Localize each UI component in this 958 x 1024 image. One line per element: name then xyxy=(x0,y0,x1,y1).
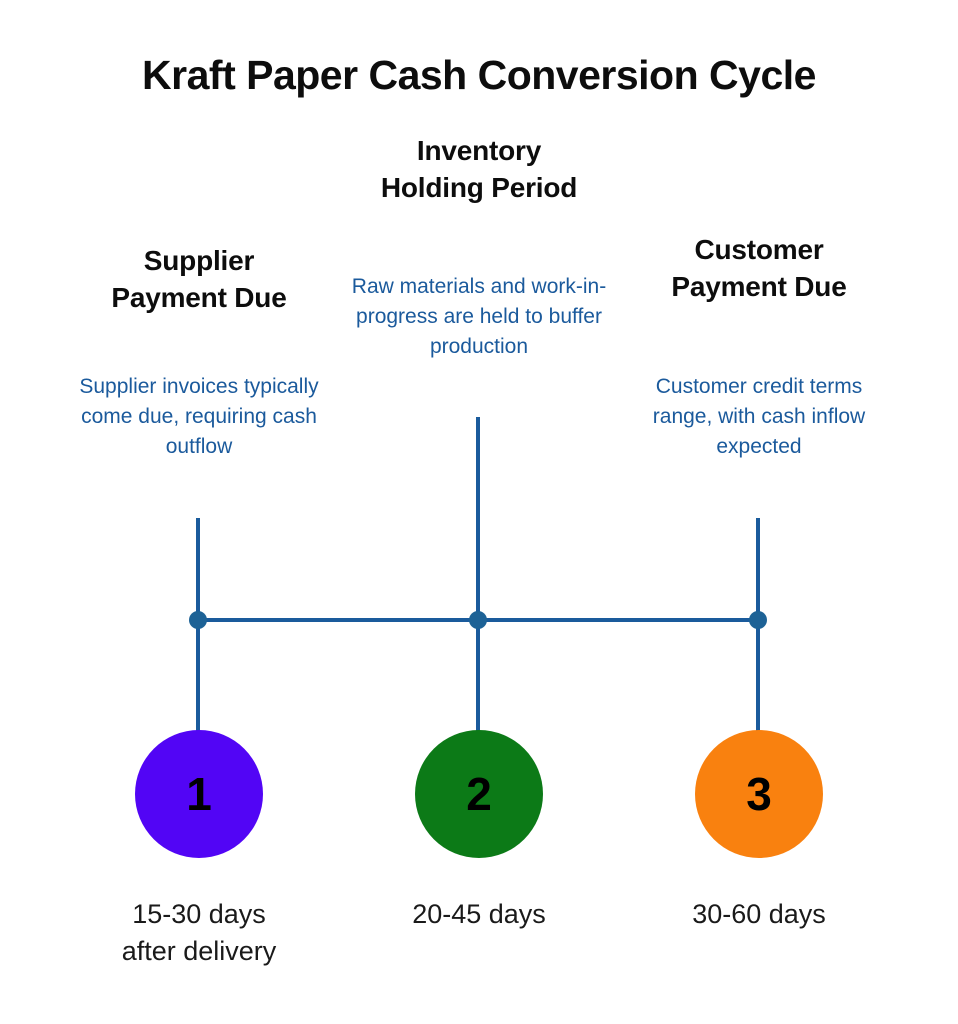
step-1-heading-line-1: Supplier xyxy=(143,245,255,276)
step-2-heading: Inventory Holding Period xyxy=(338,133,620,207)
step-2-number-circle[interactable]: 2 xyxy=(415,730,543,858)
timeline-node-1 xyxy=(189,611,207,629)
step-1-duration-line-1: 15-30 days xyxy=(132,899,266,929)
page-title: Kraft Paper Cash Conversion Cycle xyxy=(142,52,816,98)
timeline-node-2 xyxy=(469,611,487,629)
step-3-heading-line-1: Customer xyxy=(694,234,824,265)
step-3-number-circle[interactable]: 3 xyxy=(695,730,823,858)
step-3-duration: 30-60 days xyxy=(692,899,826,929)
step-2-description: Raw materials and work-in-progress are h… xyxy=(351,275,607,358)
timeline-node-3 xyxy=(749,611,767,629)
step-3-heading-line-2: Payment Due xyxy=(671,270,847,302)
step-2-heading-line-1: Inventory xyxy=(416,135,542,166)
step-3-heading: Customer Payment Due xyxy=(618,232,900,306)
step-1-number: 1 xyxy=(186,768,212,820)
step-1-heading-line-2: Payment Due xyxy=(111,281,287,313)
step-1-heading: Supplier Payment Due xyxy=(58,243,340,317)
step-2-duration: 20-45 days xyxy=(412,899,546,929)
step-2-number: 2 xyxy=(466,768,492,820)
step-3-description: Customer credit terms range, with cash i… xyxy=(652,375,866,458)
step-2-heading-line-2: Holding Period xyxy=(380,171,578,203)
step-1-number-circle[interactable]: 1 xyxy=(135,730,263,858)
step-1-duration-line-2: after delivery xyxy=(121,936,277,967)
step-3-number: 3 xyxy=(746,768,772,820)
step-1-duration: 15-30 days after delivery xyxy=(58,896,340,971)
step-1-description: Supplier invoices typically come due, re… xyxy=(79,375,319,458)
